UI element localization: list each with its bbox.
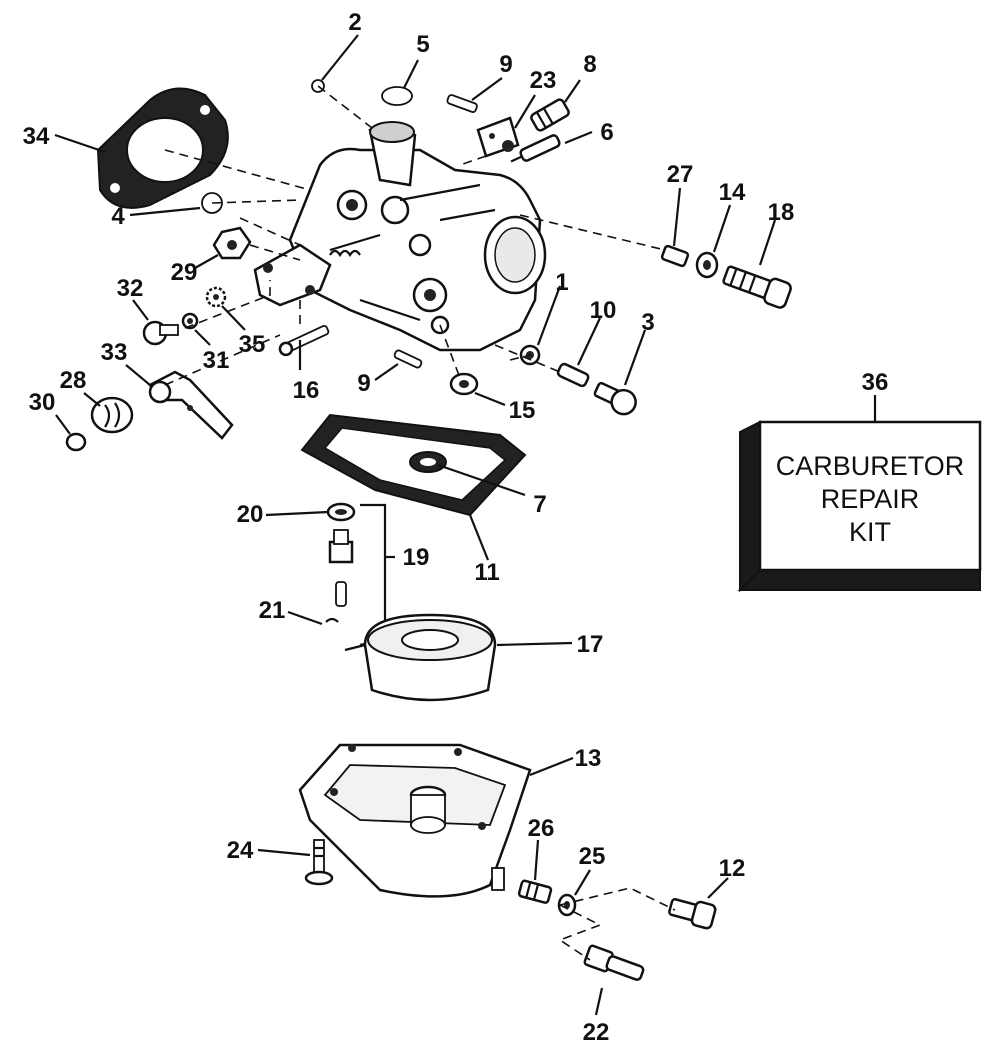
callout-27: 27	[667, 161, 694, 188]
plate-part-23	[476, 116, 520, 158]
callout-15: 15	[509, 397, 536, 424]
washer-part-31	[181, 312, 199, 330]
leader-lines	[54, 34, 877, 1016]
seat-part	[328, 529, 354, 564]
callout-36: 36	[862, 369, 889, 396]
plug-part-5	[381, 86, 413, 106]
callout-20: 20	[237, 501, 264, 528]
callout-26: 26	[528, 815, 555, 842]
lever-part-33	[148, 370, 234, 440]
gasket-part-20	[326, 502, 356, 522]
callout-35: 35	[239, 331, 266, 358]
callout-5: 5	[416, 31, 429, 58]
repair-kit-box: CARBURETOR REPAIR KIT	[737, 420, 982, 593]
callout-16: 16	[293, 377, 320, 404]
pin-part-9-lower	[393, 349, 423, 369]
carburetor-body-part	[253, 121, 547, 352]
jet-part-8	[530, 98, 570, 132]
callout-7: 7	[533, 491, 546, 518]
gasket-part-7	[409, 451, 447, 473]
callout-9-lower: 9	[357, 370, 370, 397]
callout-10: 10	[590, 297, 617, 324]
needle-part-6	[510, 134, 561, 163]
callout-32: 32	[117, 275, 144, 302]
callout-18: 18	[768, 199, 795, 226]
float-part-17	[344, 613, 497, 702]
callout-11: 11	[474, 559, 499, 586]
nut-part-29	[212, 226, 252, 260]
callout-30: 30	[29, 389, 56, 416]
washer-part-15	[449, 372, 479, 396]
callout-4: 4	[111, 203, 125, 230]
fitting-part-22	[583, 944, 645, 981]
callout-25: 25	[579, 843, 606, 870]
callout-23: 23	[530, 67, 557, 94]
jet-part-26	[517, 879, 553, 904]
callout-9-upper: 9	[499, 51, 512, 78]
pin-part-9-upper	[446, 94, 478, 113]
screw-part-16	[278, 324, 330, 357]
callout-24: 24	[227, 837, 254, 864]
callout-1: 1	[555, 269, 568, 296]
screw-part-18	[722, 265, 792, 309]
screw-part-24	[304, 839, 334, 886]
needle-part	[335, 581, 347, 607]
callout-6: 6	[600, 119, 613, 146]
callout-28: 28	[60, 367, 87, 394]
screw-part-12	[668, 898, 717, 930]
screw-part-32	[142, 320, 179, 346]
callout-17: 17	[577, 631, 604, 658]
callout-31: 31	[203, 347, 230, 374]
callout-2: 2	[348, 9, 361, 36]
callout-12: 12	[719, 855, 746, 882]
callout-19: 19	[403, 544, 430, 571]
callout-34: 34	[23, 123, 50, 150]
kit-label-line2: REPAIR	[821, 484, 920, 514]
callout-33: 33	[101, 339, 128, 366]
callout-8: 8	[583, 51, 596, 78]
needle-part-10	[556, 362, 590, 388]
callout-21: 21	[259, 597, 286, 624]
callout-3: 3	[641, 309, 654, 336]
lockwasher-part-35	[205, 286, 227, 308]
callout-labels: 2 5 9 23 8 6 34 4 27 14 18 29 1 10 3 32 …	[23, 9, 889, 1046]
kit-label-line1: CARBURETOR	[776, 451, 965, 481]
kit-label-line3: KIT	[849, 517, 891, 547]
callout-29: 29	[171, 259, 198, 286]
float-bowl-part-13	[298, 743, 532, 898]
washer-part-14	[695, 251, 719, 279]
callout-14: 14	[719, 179, 746, 206]
screw-part-3	[593, 381, 637, 416]
callout-22: 22	[583, 1019, 610, 1046]
callout-13: 13	[575, 745, 602, 772]
flange-gasket-part	[96, 87, 229, 209]
ring-part-30	[65, 432, 87, 452]
jet-part-27	[660, 244, 690, 268]
clip-part-21	[325, 617, 339, 623]
roller-part-28	[90, 396, 134, 434]
